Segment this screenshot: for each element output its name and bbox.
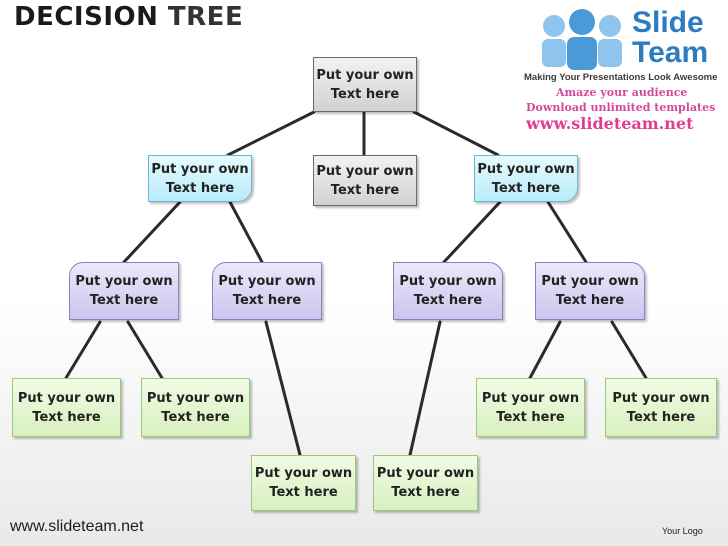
node-leaf-3[interactable]: Put your own Text here (251, 455, 356, 511)
connector-l34-leaf6 (610, 320, 648, 380)
node-l3-4[interactable]: Put your own Text here (535, 262, 645, 320)
brand-tagline: Making Your Presentations Look Awesome (524, 72, 718, 83)
connector-l34-leaf5 (528, 320, 562, 380)
node-leaf-4[interactable]: Put your own Text here (373, 455, 478, 511)
node-l3-1-text: Put your own Text here (75, 274, 173, 308)
connector-midleft-l31 (122, 200, 182, 264)
node-leaf-5-text: Put your own Text here (481, 390, 580, 425)
node-mid-right-text: Put your own Text here (477, 161, 575, 196)
node-mid-right[interactable]: Put your own Text here (474, 155, 578, 202)
node-mid-center[interactable]: Put your own Text here (313, 155, 417, 206)
connector-midright-l33 (442, 200, 502, 264)
slideteam-logo: Slide Team Making Your Presentations Loo… (520, 2, 726, 142)
node-mid-left[interactable]: Put your own Text here (148, 155, 252, 202)
promo-line-2: Download unlimited templates (526, 101, 716, 114)
title-decision: DECISION (14, 2, 159, 32)
node-root[interactable]: Put your own Text here (313, 57, 417, 112)
node-l3-2[interactable]: Put your own Text here (212, 262, 322, 320)
node-l3-3[interactable]: Put your own Text here (393, 262, 503, 320)
brand-slide: Slide (632, 6, 704, 39)
node-leaf-4-text: Put your own Text here (376, 466, 475, 500)
node-leaf-6[interactable]: Put your own Text here (605, 378, 717, 437)
page-title: DECISION TREE (14, 2, 243, 32)
node-leaf-2-text: Put your own Text here (146, 390, 245, 425)
connector-midright-l34 (546, 200, 588, 264)
connector-l33-leaf4 (408, 320, 442, 457)
node-l3-2-text: Put your own Text here (218, 274, 316, 308)
connector-midleft-l32 (228, 200, 264, 264)
node-leaf-5[interactable]: Put your own Text here (476, 378, 585, 437)
node-leaf-2[interactable]: Put your own Text here (141, 378, 250, 437)
connector-l31-leaf1 (64, 320, 102, 380)
node-l3-4-text: Put your own Text here (541, 274, 639, 308)
your-logo-placeholder: Your Logo (662, 526, 703, 536)
connector-root-right (412, 110, 500, 157)
people-icon (542, 9, 622, 70)
promo-line-1: Amaze your audience (556, 86, 688, 99)
connector-l31-leaf2 (126, 320, 164, 380)
title-tree: TREE (167, 2, 244, 32)
brand-team: Team (632, 36, 709, 69)
node-l3-3-text: Put your own Text here (399, 274, 497, 308)
connector-l32-leaf3 (264, 320, 302, 457)
node-leaf-1-text: Put your own Text here (17, 390, 116, 425)
node-mid-center-text: Put your own Text here (316, 163, 414, 198)
logo-url: www.slideteam.net (526, 114, 694, 133)
node-leaf-3-text: Put your own Text here (254, 466, 353, 500)
node-leaf-6-text: Put your own Text here (612, 390, 710, 425)
connector-root-left (226, 110, 316, 157)
node-leaf-1[interactable]: Put your own Text here (12, 378, 121, 437)
footer-url[interactable]: www.slideteam.net (10, 518, 144, 535)
node-mid-left-text: Put your own Text here (151, 161, 249, 196)
node-root-text: Put your own Text here (316, 67, 414, 102)
node-l3-1[interactable]: Put your own Text here (69, 262, 179, 320)
